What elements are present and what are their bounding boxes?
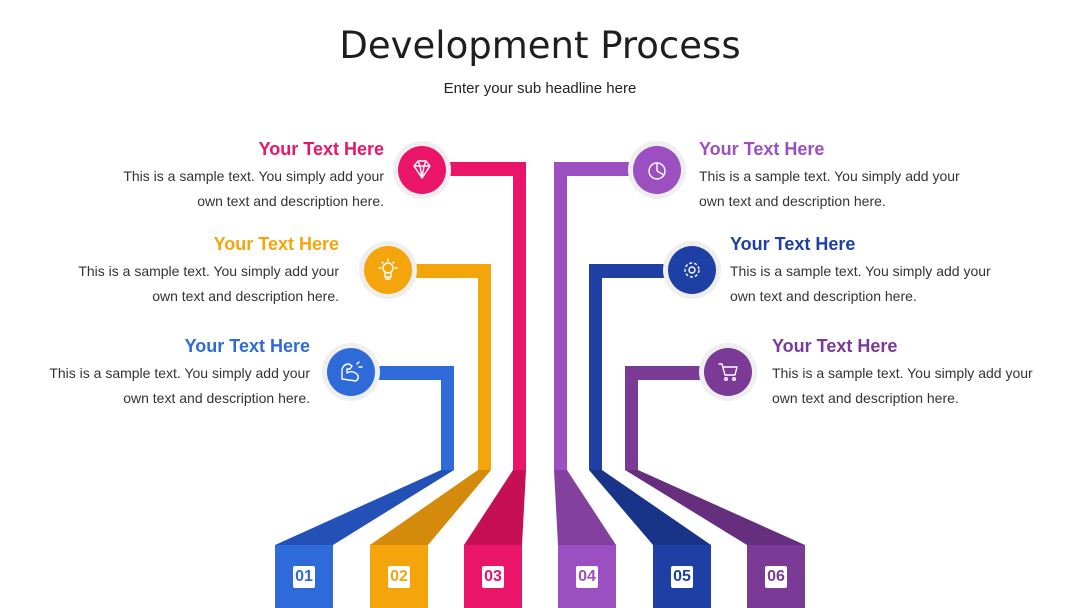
step-icon-badge-05 (663, 241, 721, 299)
step-connector-06 (625, 366, 805, 545)
step-description-04: This is a sample text. You simply add yo… (699, 168, 960, 209)
step-number-02: 02 (388, 566, 410, 588)
page-title: Development Process (339, 24, 741, 67)
step-icon-badge-03 (393, 141, 451, 199)
step-heading-02: Your Text Here (213, 234, 339, 254)
step-description-03: This is a sample text. You simply add yo… (123, 168, 384, 209)
diamond-icon (413, 160, 431, 179)
shopping-cart-icon (718, 363, 738, 382)
lightbulb-icon (378, 258, 398, 280)
step-number-06: 06 (765, 566, 787, 588)
step-heading-04: Your Text Here (699, 139, 825, 159)
pie-chart-icon (648, 162, 666, 180)
step-heading-05: Your Text Here (730, 234, 856, 254)
step-description-02: This is a sample text. You simply add yo… (78, 263, 339, 304)
step-text-03: Your Text Here This is a sample text. Yo… (54, 138, 384, 214)
step-heading-06: Your Text Here (772, 336, 898, 356)
step-number-01: 01 (293, 566, 315, 588)
step-number-03: 03 (482, 566, 504, 588)
step-icon-badge-01 (322, 343, 380, 401)
step-number-05: 05 (671, 566, 693, 588)
step-heading-01: Your Text Here (184, 336, 310, 356)
step-text-06: Your Text Here This is a sample text. Yo… (772, 335, 1072, 411)
step-icon-badge-02 (359, 241, 417, 299)
step-connector-01 (275, 366, 454, 545)
step-connector-03 (444, 162, 526, 545)
step-connector-05 (589, 264, 711, 545)
step-connector-02 (370, 264, 491, 545)
page-subtitle: Enter your sub headline here (443, 80, 637, 97)
step-heading-03: Your Text Here (258, 139, 384, 159)
gear-icon (684, 262, 700, 278)
step-text-05: Your Text Here This is a sample text. Yo… (730, 233, 1060, 309)
step-connector-04 (554, 162, 636, 545)
step-description-05: This is a sample text. You simply add yo… (730, 263, 991, 304)
step-icon-badge-04 (628, 141, 686, 199)
step-number-04: 04 (576, 566, 598, 588)
muscle-arm-icon (341, 361, 363, 382)
step-icon-badge-06 (699, 343, 757, 401)
step-text-01: Your Text Here This is a sample text. Yo… (0, 335, 310, 411)
step-description-06: This is a sample text. You simply add yo… (772, 365, 1033, 406)
step-text-04: Your Text Here This is a sample text. Yo… (699, 138, 1029, 214)
step-description-01: This is a sample text. You simply add yo… (49, 365, 310, 406)
step-text-02: Your Text Here This is a sample text. Yo… (9, 233, 339, 309)
